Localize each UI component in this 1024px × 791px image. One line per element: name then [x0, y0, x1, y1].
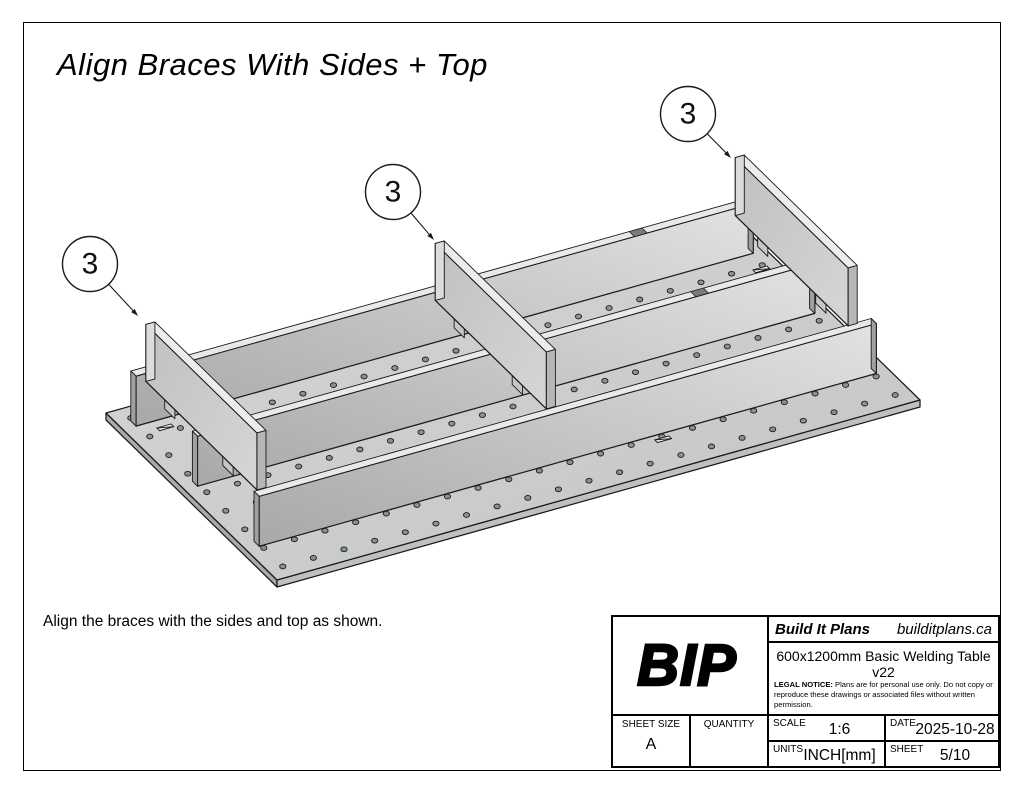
scale-cell: SCALE 1:6	[769, 714, 886, 742]
product-name: 600x1200mm Basic Welding Table v22	[776, 648, 991, 680]
brace-middle	[434, 240, 556, 410]
balloon-callout-right: 3	[659, 85, 731, 158]
sheet-value: 5/10	[939, 746, 971, 764]
legal-notice-label: LEGAL NOTICE:	[774, 680, 833, 690]
date-cell: DATE 2025-10-28	[886, 714, 998, 742]
balloon-callout-middle: 3	[364, 163, 434, 240]
company-name: Build It Plans	[775, 620, 871, 638]
legal-notice-text: Plans are for personal use only. Do not …	[774, 680, 993, 710]
company-website: builditplans.ca	[896, 620, 992, 638]
bip-logo: BIP	[636, 632, 737, 698]
sheet-cell: SHEET 5/10	[886, 742, 998, 766]
brace-left	[145, 321, 267, 491]
sheet-label: SHEET	[890, 744, 924, 755]
scale-value: 1:6	[828, 720, 851, 738]
balloon-label: 3	[82, 248, 99, 281]
company-row: Build It Plans builditplans.ca	[769, 617, 998, 643]
units-value: INCH[mm]	[803, 746, 876, 764]
instruction-note: Align the braces with the sides and top …	[43, 613, 383, 630]
front-side-rail	[253, 318, 877, 547]
balloon-label: 3	[385, 176, 402, 209]
quantity-label: QUANTITY	[703, 719, 755, 730]
brace-right-floating	[734, 154, 858, 327]
balloon-callout-left: 3	[61, 235, 138, 316]
balloon-label: 3	[680, 98, 697, 131]
title-block: BIP Build It Plans builditplans.ca 600x1…	[611, 615, 1000, 768]
logo-cell: BIP	[613, 617, 769, 714]
legal-notice: LEGAL NOTICE: Plans are for personal use…	[774, 680, 995, 710]
scale-label: SCALE	[773, 718, 806, 729]
sheet-size-cell: SHEET SIZE A	[613, 714, 691, 766]
page-border	[23, 22, 1001, 771]
units-cell: UNITS INCH[mm]	[769, 742, 886, 766]
date-label: DATE	[890, 718, 916, 729]
product-cell: 600x1200mm Basic Welding Table v22 LEGAL…	[769, 643, 998, 714]
drawing-title: Align Braces With Sides + Top	[57, 47, 488, 82]
sheet-size-label: SHEET SIZE	[621, 719, 681, 730]
sheet-size-value: A	[645, 736, 657, 753]
date-value: 2025-10-28	[915, 720, 995, 738]
quantity-cell: QUANTITY	[691, 714, 769, 766]
units-label: UNITS	[773, 744, 803, 755]
